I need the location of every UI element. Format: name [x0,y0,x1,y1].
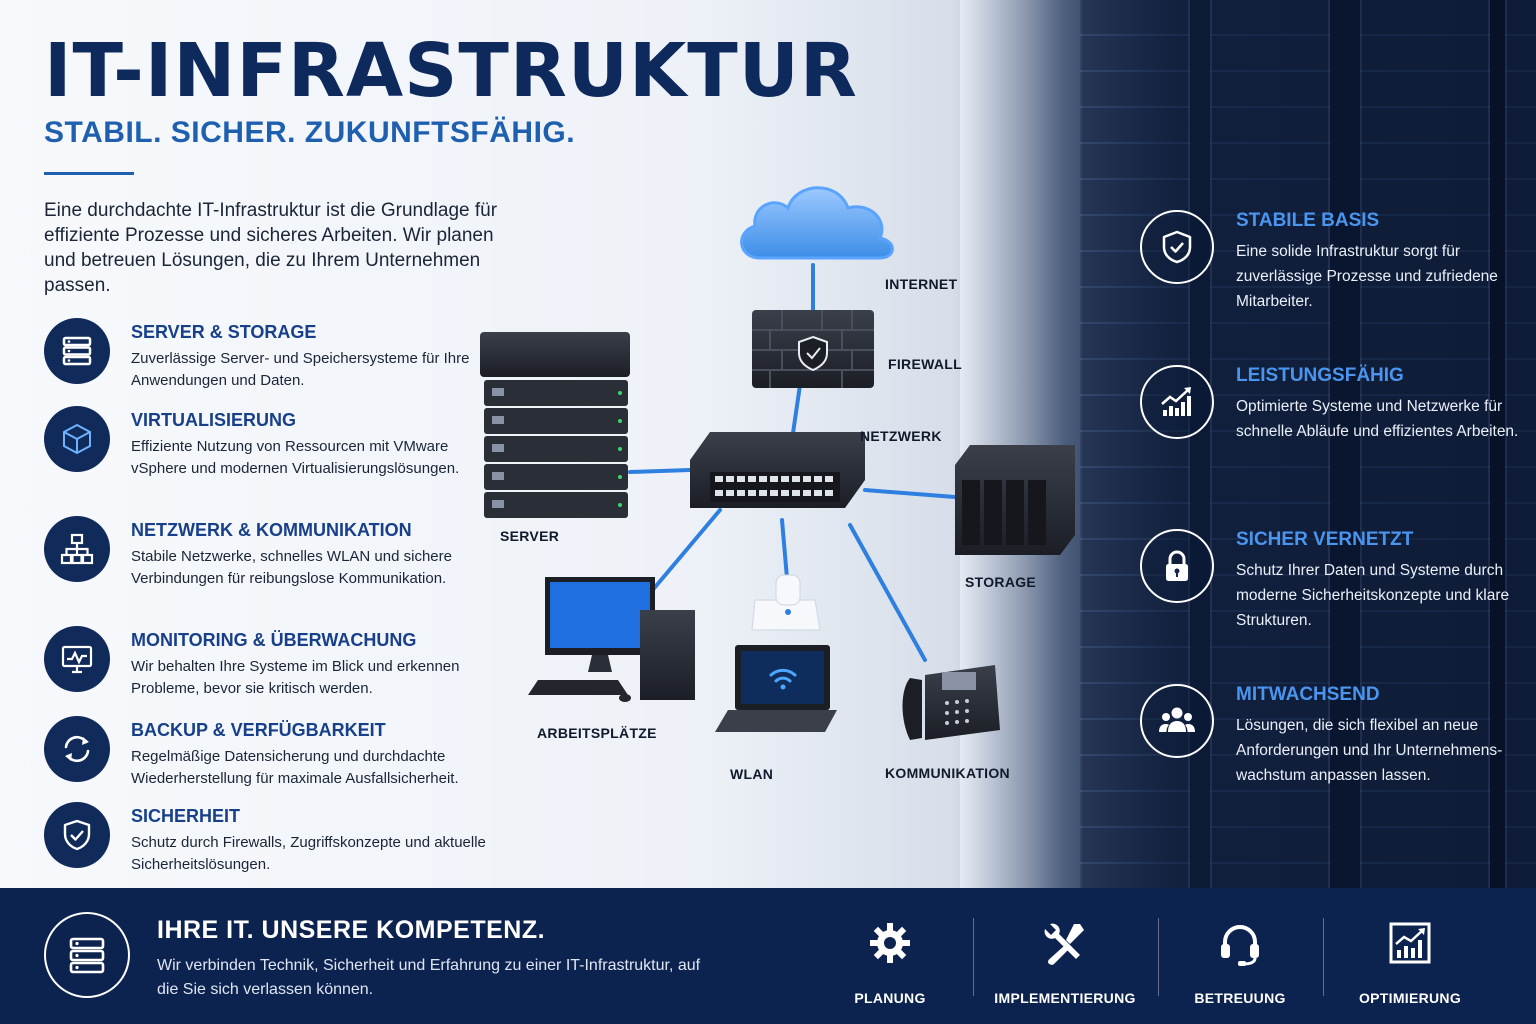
feature-title: SICHERHEIT [131,806,241,826]
chart-icon [1330,918,1490,968]
feature-title: MONITORING & ÜBERWACHUNG [131,630,417,650]
cloud-icon [740,186,894,260]
feature-title: VIRTUALISIERUNG [131,410,297,430]
network-diagram: INTERNET FIREWALL NETZWERK SERVER STORAG… [470,150,1110,810]
server-rack [1210,0,1330,890]
internet-label: INTERNET [885,276,958,292]
service-label: PLANUNG [854,990,926,1006]
benefit-desc: Optimierte Systeme und Netzwerke für sch… [1236,398,1519,440]
server-icon [44,318,110,384]
feature-title: NETZWERK & KOMMUNIKATION [131,520,412,540]
benefit-title: LEISTUNGSFÄHIG [1236,365,1404,386]
users-icon [1140,684,1214,758]
feature-desc: Wir behalten Ihre Systeme im Blick und e… [131,658,460,697]
laptop-device [715,645,837,732]
headset-icon [1160,918,1320,968]
benefit-title: MITWACHSEND [1236,684,1380,705]
service-betreuung: BETREUUNG [1160,918,1320,1006]
benefit-desc: Lösungen, die sich flexibel an neue Anfo… [1236,717,1503,784]
service-optimierung: OPTIMIERUNG [1330,918,1490,1006]
footer-bar: IHRE IT. UNSERE KOMPETENZ. Wir verbinden… [0,888,1536,1024]
page-title: IT-INFRASTRUKTUR [44,28,858,114]
server-stack [480,332,630,518]
storage-device [955,445,1075,555]
feature-title: SERVER & STORAGE [131,322,317,342]
divider [973,918,974,996]
firewall-label: FIREWALL [888,356,962,372]
wifi-router [751,574,821,631]
gear-icon [810,918,970,968]
server-rack [1505,0,1536,890]
intro-text: Eine durchdachte IT-Infrastruktur ist di… [44,200,498,296]
monitor-icon [44,626,110,692]
firewall-device [752,310,874,388]
server-rack [1360,0,1490,890]
feature-desc: Schutz durch Firewalls, Zugriffskonzepte… [131,834,486,873]
workstation-device [528,577,695,702]
accent-divider [44,172,134,175]
service-label: OPTIMIERUNG [1358,990,1462,1006]
service-implementierung: IMPLEMENTIERUNG [985,918,1145,1006]
feature-desc: Effiziente Nutzung von Ressourcen mit VM… [131,438,460,477]
server-room-background [960,0,1536,890]
service-planung: PLANUNG [810,918,970,1006]
wlan-label: WLAN [730,766,774,782]
lock-icon [1140,529,1214,603]
arbeitsplaetze-label: ARBEITSPLÄTZE [537,725,657,741]
shield-check-icon [1140,210,1214,284]
service-label: IMPLEMENTIERUNG [994,990,1136,1006]
footer-title: IHRE IT. UNSERE KOMPETENZ. [157,916,546,944]
divider [1158,918,1159,996]
refresh-icon [44,716,110,782]
feature-title: BACKUP & VERFÜGBARKEIT [131,720,386,740]
feature-desc: Stabile Netzwerke, schnelles WLAN und si… [131,548,452,587]
tools-icon [985,918,1145,968]
server-icon [44,912,130,998]
page-subtitle: STABIL. SICHER. ZUKUNFTSFÄHIG. [44,116,576,149]
feature-desc: Regelmäßige Datensicherung und durchdach… [131,748,459,787]
desk-phone [902,665,1000,740]
server-label: SERVER [500,528,560,544]
storage-label: STORAGE [965,574,1037,590]
footer-desc: Wir verbinden Technik, Sicherheit und Er… [157,957,701,998]
feature-desc: Zuverlässige Server- und Speichersysteme… [131,350,470,389]
divider [1323,918,1324,996]
service-label: BETREUUNG [1194,990,1286,1006]
chart-up-icon [1140,365,1214,439]
kommunikation-label: KOMMUNIKATION [885,765,1010,781]
benefit-title: STABILE BASIS [1236,210,1380,231]
cube-icon [44,406,110,472]
network-icon [44,516,110,582]
shield-icon [44,802,110,868]
netzwerk-label: NETZWERK [860,428,942,444]
benefit-title: SICHER VERNETZT [1236,529,1414,550]
benefit-desc: Eine solide Infrastruktur sorgt für zuve… [1236,243,1498,310]
network-switch [690,432,865,508]
benefit-desc: Schutz Ihrer Daten und Systeme durch mod… [1236,562,1510,629]
